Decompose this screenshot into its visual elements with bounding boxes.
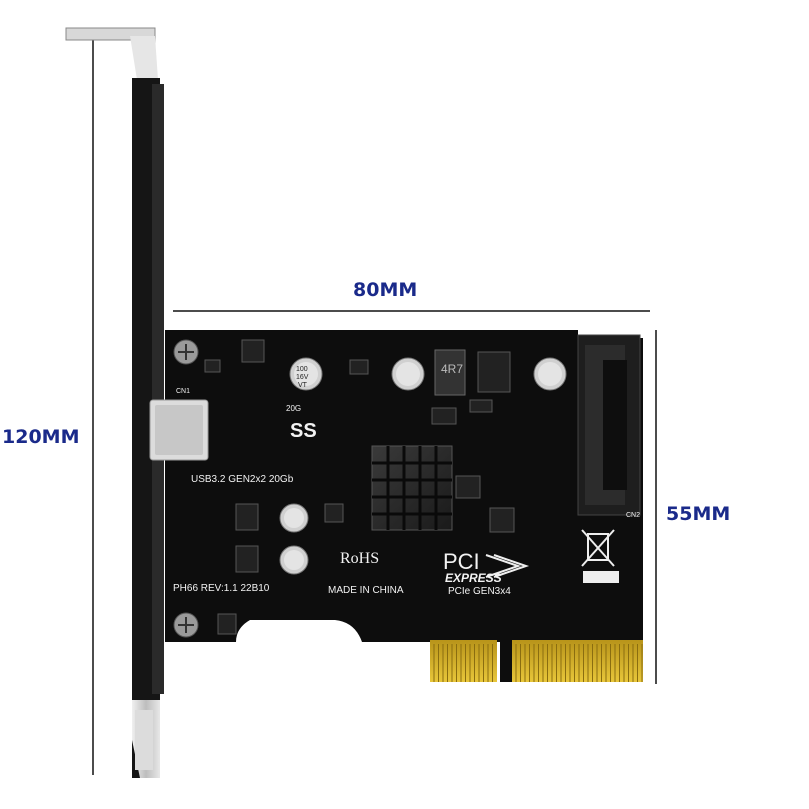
usb-c-port bbox=[149, 399, 209, 461]
pci-logo-text: PCI bbox=[443, 549, 480, 574]
capacitor-marking-voltage: 16V bbox=[296, 374, 309, 381]
rohs-mark: RoHS bbox=[340, 550, 380, 567]
usb-port-label: CN1 bbox=[176, 388, 191, 395]
weee-symbol bbox=[581, 529, 619, 583]
sata-power-connector bbox=[577, 334, 641, 516]
inductor bbox=[434, 349, 466, 396]
capacitor-marking-series: VT bbox=[298, 382, 307, 389]
metal-bracket bbox=[65, 27, 164, 778]
heat-sink bbox=[371, 445, 453, 531]
ic-chips bbox=[204, 339, 515, 635]
power-connector-label: CN2 bbox=[626, 512, 641, 519]
made-in-china-text: MADE IN CHINA bbox=[328, 585, 404, 596]
gold-finger-lines bbox=[433, 644, 643, 682]
electrolytic-capacitor-3 bbox=[533, 357, 567, 391]
electrolytic-capacitor-2 bbox=[391, 357, 425, 391]
mounting-screw-top bbox=[173, 339, 199, 365]
electrolytic-capacitor-5 bbox=[279, 545, 309, 575]
pci-express-logo-arrow bbox=[485, 554, 530, 578]
gold-fingers bbox=[430, 640, 643, 682]
capacitor-marking-value: 100 bbox=[296, 366, 308, 373]
express-logo-text: EXPRESS bbox=[445, 571, 502, 585]
interface-silkscreen: PCIe GEN3x4 bbox=[448, 586, 511, 597]
height-dimension-label: 120MM bbox=[2, 426, 80, 448]
superspeed-logo: SS bbox=[290, 420, 317, 442]
width-dimension-label: 80MM bbox=[353, 279, 418, 301]
mounting-screw-bottom bbox=[173, 612, 199, 638]
speed-mark: 20G bbox=[286, 404, 302, 413]
revision-silkscreen: PH66 REV:1.1 22B10 bbox=[173, 583, 270, 594]
electrolytic-capacitor-1 bbox=[289, 357, 323, 391]
card-height-dimension-label: 55MM bbox=[666, 503, 731, 525]
inductor-marking: 4R7 bbox=[441, 362, 464, 376]
model-silkscreen: USB3.2 GEN2x2 20Gb bbox=[191, 474, 294, 485]
dimension-lines bbox=[92, 38, 657, 775]
electrolytic-capacitor-4 bbox=[279, 503, 309, 533]
